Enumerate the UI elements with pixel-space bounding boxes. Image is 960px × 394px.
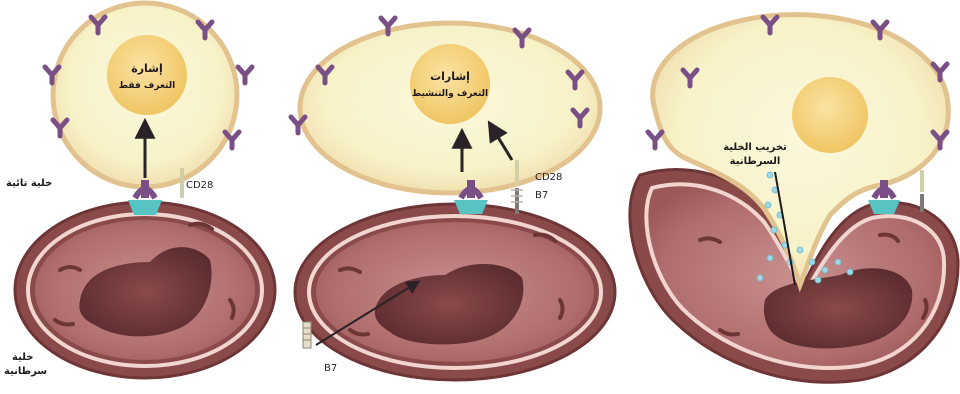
destroy-label-line2: السرطانية: [730, 156, 781, 167]
t-cell: [45, 3, 252, 187]
t-cell-label: خلية تائية: [6, 178, 52, 189]
nucleus: [410, 44, 490, 124]
b7-membrane-label: B7: [535, 190, 548, 201]
cd28-label: CD28: [186, 180, 213, 191]
panel-cancer-cell-destruction: تخريب الخلية السرطانية: [630, 15, 958, 383]
cd28-label: CD28: [535, 172, 562, 183]
cancer-cell: [295, 204, 615, 380]
cancer-cell-label-line2: سرطانية: [4, 366, 47, 377]
destroy-label-line1: تخريب الخلية: [723, 142, 787, 153]
nucleus-label-line1: إشارة: [131, 62, 163, 75]
t-cell: [291, 18, 600, 193]
nucleus: [107, 35, 187, 115]
nucleus-label-line2: التعرف والتنشيط: [412, 89, 488, 99]
cancer-cell: [15, 202, 275, 378]
free-b7-molecule: [303, 322, 311, 348]
nucleus-label-line2: التعرف فقط: [119, 81, 175, 91]
nucleus: [792, 77, 868, 153]
cancer-cell-label-line1: خلية: [12, 352, 33, 363]
b7-free-label: B7: [324, 363, 337, 374]
nucleus-label-line1: إشارات: [430, 70, 470, 83]
panel-recognition-only: إشارة التعرف فقط CD28 خلية تائية خلية سر…: [4, 3, 275, 378]
panel-recognition-and-activation: إشارات التعرف والتنشيط CD28 B7 B7: [291, 18, 615, 380]
